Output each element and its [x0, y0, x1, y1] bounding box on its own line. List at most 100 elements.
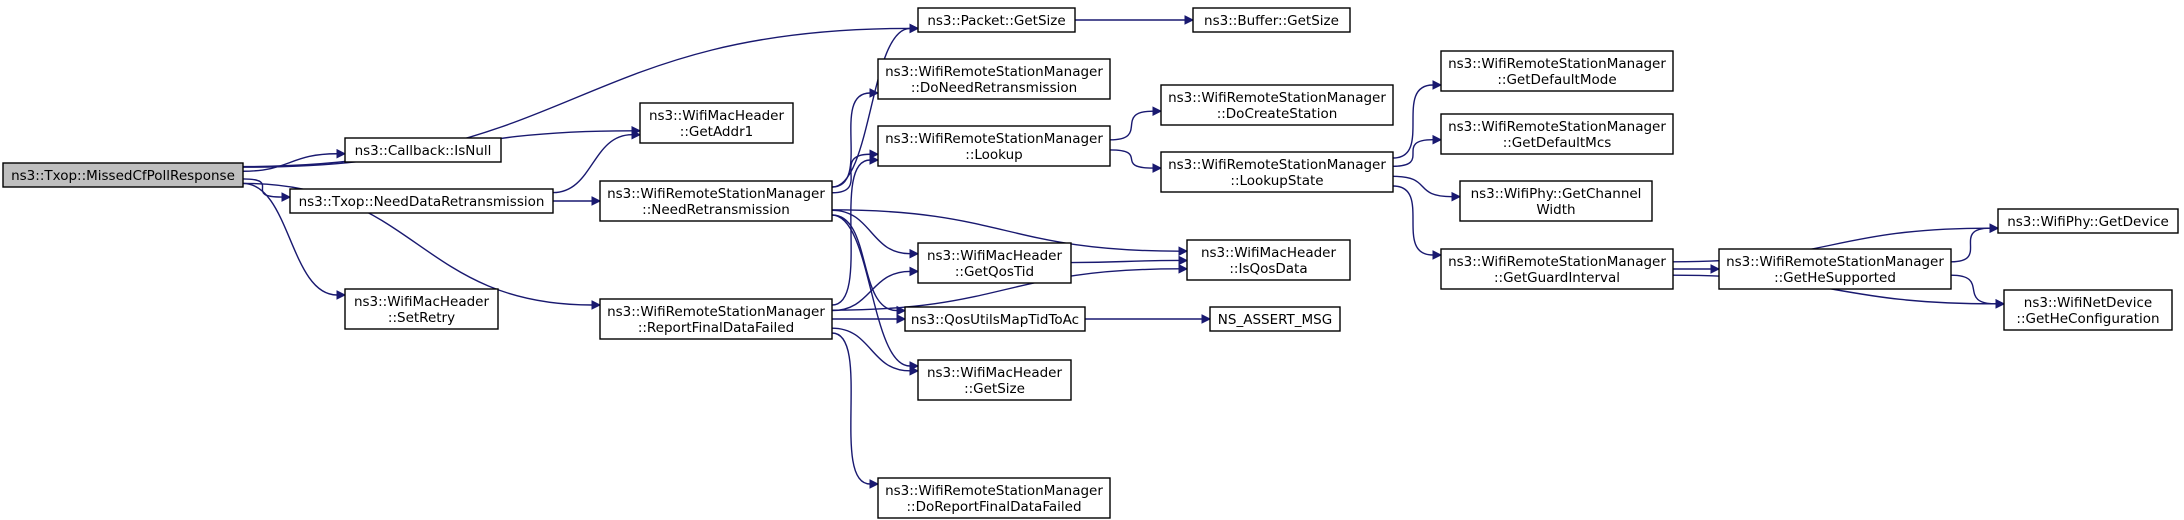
node-hesup[interactable]: ns3::WifiRemoteStationManager::GetHeSupp…	[1718, 248, 1952, 290]
node-getsize[interactable]: ns3::Packet::GetSize	[917, 7, 1076, 33]
node-setretry[interactable]: ns3::WifiMacHeader::SetRetry	[344, 288, 499, 330]
node-label: ::DoReportFinalDataFailed	[906, 499, 1081, 515]
edge-line	[242, 153, 338, 172]
node-isqos[interactable]: ns3::WifiMacHeader::IsQosData	[1186, 239, 1351, 281]
edge-line	[831, 153, 871, 194]
edge-line	[831, 214, 898, 312]
node-defmode[interactable]: ns3::WifiRemoteStationManager::GetDefaul…	[1440, 50, 1674, 92]
edge-arrowhead	[1710, 264, 1721, 274]
edge-lookup-to-docreate	[1109, 106, 1163, 141]
node-label: ns3::WifiRemoteStationManager	[1448, 119, 1666, 135]
edge-arrowhead	[1184, 15, 1195, 25]
edge-line	[1950, 274, 1997, 305]
node-label: ::GetGuardInterval	[1494, 270, 1620, 286]
node-reportfdf[interactable]: ns3::WifiRemoteStationManager::ReportFin…	[599, 298, 833, 340]
node-label: ns3::WifiMacHeader	[354, 294, 490, 310]
edge-arrowhead	[1178, 264, 1189, 274]
edge-qosmap-to-assert	[1084, 314, 1212, 324]
node-qostid[interactable]: ns3::WifiMacHeader::GetQosTid	[917, 242, 1072, 284]
node-label: ns3::QosUtilsMapTidToAc	[911, 312, 1079, 328]
node-box	[1440, 248, 1674, 290]
edge-lookupstate-to-defmcs	[1392, 134, 1443, 167]
node-box	[1192, 7, 1351, 33]
node-bufsize[interactable]: ns3::Buffer::GetSize	[1192, 7, 1351, 33]
edge-arrowhead	[1432, 134, 1443, 145]
edge-line	[831, 332, 871, 485]
node-assert[interactable]: NS_ASSERT_MSG	[1209, 306, 1341, 332]
edge-reportfdf-to-doreport	[831, 332, 880, 489]
node-label: ns3::Txop::MissedCfPollResponse	[11, 168, 235, 184]
node-label: ns3::WifiRemoteStationManager	[885, 131, 1103, 147]
node-needdata[interactable]: ns3::Txop::NeedDataRetransmission	[289, 188, 554, 214]
node-label: ns3::WifiPhy::GetDevice	[2007, 214, 2169, 230]
node-heconf[interactable]: ns3::WifiNetDevice::GetHeConfiguration	[2003, 289, 2173, 331]
node-addr1[interactable]: ns3::WifiMacHeader::GetAddr1	[639, 102, 794, 144]
edge-needretr-to-doneed	[831, 88, 880, 188]
node-defmcs[interactable]: ns3::WifiRemoteStationManager::GetDefaul…	[1440, 113, 1674, 155]
node-doneed[interactable]: ns3::WifiRemoteStationManager::DoNeedRet…	[877, 58, 1111, 100]
edge-reportfdf-to-hdrsize	[831, 327, 920, 376]
edge-line	[1950, 227, 1991, 263]
node-docreate[interactable]: ns3::WifiRemoteStationManager::DoCreateS…	[1160, 84, 1394, 126]
node-label: ::ReportFinalDataFailed	[638, 320, 794, 336]
edge-arrowhead	[281, 192, 292, 202]
node-box	[344, 288, 499, 330]
edge-arrowhead	[869, 149, 880, 160]
edge-arrowhead	[1432, 250, 1443, 260]
node-box	[599, 180, 833, 222]
node-label: ns3::Txop::NeedDataRetransmission	[299, 194, 545, 210]
edge-guard-to-hesup	[1673, 264, 1721, 274]
node-label: ns3::Buffer::GetSize	[1204, 13, 1339, 29]
node-missed[interactable]: ns3::Txop::MissedCfPollResponse	[2, 162, 244, 188]
node-label: ::GetSize	[964, 381, 1025, 397]
edge-line	[831, 209, 1180, 252]
node-box	[1718, 248, 1952, 290]
edge-arrowhead	[869, 479, 880, 489]
edge-arrowhead	[909, 366, 920, 376]
node-qosmap[interactable]: ns3::QosUtilsMapTidToAc	[904, 306, 1086, 332]
edge-missed-to-isnull	[242, 148, 347, 172]
edge-lookupstate-to-defmode	[1392, 80, 1443, 159]
edge-needretr-to-hdrsize	[831, 214, 920, 371]
edge-line	[831, 327, 911, 372]
node-label: ns3::WifiRemoteStationManager	[1168, 90, 1386, 106]
node-doreport[interactable]: ns3::WifiRemoteStationManager::DoReportF…	[877, 477, 1111, 519]
nodes-layer: ns3::Txop::MissedCfPollResponse ns3::Pack…	[2, 7, 2179, 519]
node-box	[1160, 151, 1394, 193]
edge-needretr-to-qostid	[831, 209, 920, 259]
edge-lookupstate-to-chanwidth	[1392, 175, 1462, 202]
edge-arrowhead	[869, 88, 880, 98]
node-label: Width	[1536, 202, 1575, 218]
node-getdevice[interactable]: ns3::WifiPhy::GetDevice	[1997, 208, 2179, 234]
edge-arrowhead	[1989, 223, 2000, 234]
edge-arrowhead	[869, 155, 880, 165]
node-label: ns3::WifiRemoteStationManager	[1726, 254, 1944, 270]
edge-needretr-to-qosmap	[831, 214, 907, 316]
edge-line	[242, 27, 911, 168]
edge-line	[1109, 110, 1154, 141]
node-box	[917, 359, 1072, 401]
node-hdrsize[interactable]: ns3::WifiMacHeader::GetSize	[917, 359, 1072, 401]
edge-lookupstate-to-guard	[1392, 185, 1443, 260]
node-label: ns3::WifiRemoteStationManager	[1448, 254, 1666, 270]
node-isnull[interactable]: ns3::Callback::IsNull	[344, 137, 502, 163]
node-label: ::DoNeedRetransmission	[911, 80, 1077, 96]
edge-arrowhead	[1178, 255, 1189, 266]
node-label: ns3::WifiMacHeader	[927, 365, 1063, 381]
node-lookupstate[interactable]: ns3::WifiRemoteStationManager::LookupSta…	[1160, 151, 1394, 193]
edge-arrowhead	[896, 305, 907, 316]
edge-line	[1109, 149, 1154, 169]
node-label: ns3::WifiRemoteStationManager	[607, 304, 825, 320]
node-lookup[interactable]: ns3::WifiRemoteStationManager::Lookup	[877, 125, 1111, 167]
edge-line	[242, 182, 338, 296]
node-guard[interactable]: ns3::WifiRemoteStationManager::GetGuardI…	[1440, 248, 1674, 290]
node-needretr[interactable]: ns3::WifiRemoteStationManager::NeedRetra…	[599, 180, 833, 222]
edge-needretr-to-lookup	[831, 149, 880, 194]
edge-line	[831, 268, 1180, 311]
node-box	[1997, 208, 2179, 234]
edge-line	[1392, 185, 1434, 256]
edge-line	[831, 270, 911, 312]
edge-arrowhead	[1451, 191, 1462, 202]
edge-line	[1392, 84, 1434, 159]
